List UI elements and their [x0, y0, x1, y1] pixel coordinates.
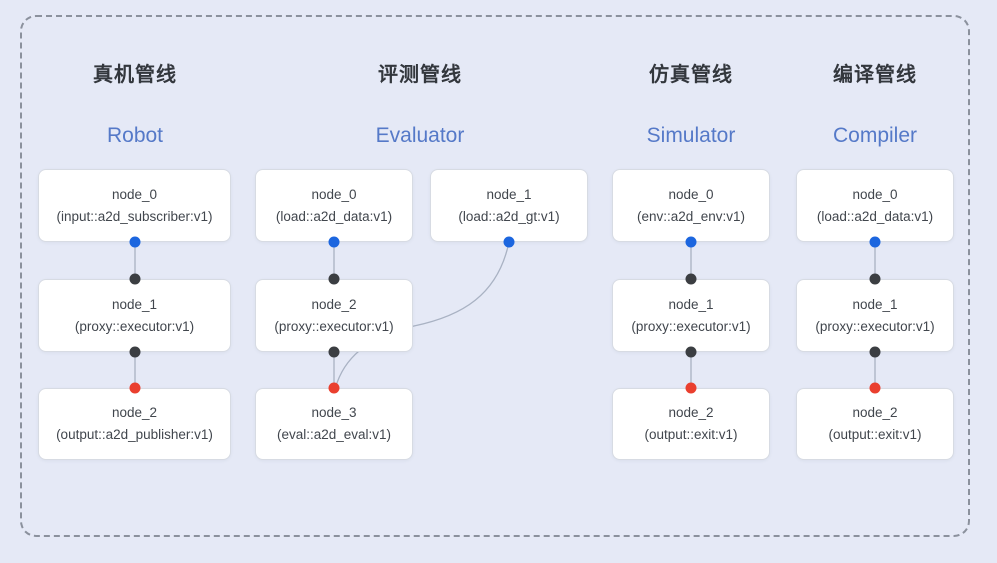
node-spec: (proxy::executor:v1): [74, 318, 195, 334]
output-port-dot: [129, 346, 141, 358]
node-name: node_2: [668, 405, 714, 420]
input-port-dot: [129, 273, 141, 285]
node-name: node_0: [668, 186, 714, 202]
node-spec: (load::a2d_data:v1): [275, 208, 393, 224]
output-port-dot: [685, 236, 697, 248]
pipeline-group-dashed-frame: [20, 15, 970, 537]
header-evaluator: 评测管线 Evaluator: [320, 64, 520, 148]
node-spec: (eval::a2d_eval:v1): [276, 427, 392, 442]
node-name: node_1: [486, 186, 532, 202]
node-box-simulator-node0: node_0 (env::a2d_env:v1): [612, 169, 770, 242]
header-evaluator-en: Evaluator: [375, 124, 465, 147]
node-name: node_1: [852, 296, 898, 312]
node-box-robot-node0: node_0 (input::a2d_subscriber:v1): [38, 169, 231, 242]
node-spec: (input::a2d_subscriber:v1): [56, 208, 213, 224]
header-simulator: 仿真管线 Simulator: [591, 64, 791, 148]
header-evaluator-zh: 评测管线: [378, 64, 462, 86]
node-name: node_0: [311, 186, 357, 202]
node-spec: (output::exit:v1): [644, 427, 738, 442]
node-box-robot-node2: node_2 (output::a2d_publisher:v1): [38, 388, 231, 460]
node-spec: (proxy::executor:v1): [274, 318, 394, 334]
node-spec: (proxy::executor:v1): [631, 318, 751, 334]
header-compiler-en: Compiler: [832, 124, 918, 147]
output-port-dot: [869, 236, 881, 248]
node-box-evaluator-node0: node_0 (load::a2d_data:v1): [255, 169, 413, 242]
header-compiler: 编译管线 Compiler: [775, 64, 975, 148]
target-port-dot: [129, 382, 141, 394]
output-port-dot: [503, 236, 515, 248]
node-spec: (load::a2d_data:v1): [816, 208, 934, 224]
node-name: node_1: [668, 296, 714, 312]
node-box-compiler-node1: node_1 (proxy::executor:v1): [796, 279, 954, 352]
header-robot: 真机管线 Robot: [35, 64, 235, 148]
target-port-dot: [685, 382, 697, 394]
node-box-simulator-node2: node_2 (output::exit:v1): [612, 388, 770, 460]
node-name: node_2: [111, 405, 158, 420]
node-name: node_2: [311, 296, 357, 312]
node-name: node_2: [852, 405, 898, 420]
output-port-dot: [129, 236, 141, 248]
input-port-dot: [328, 273, 340, 285]
output-port-dot: [869, 346, 881, 358]
node-name: node_0: [111, 186, 158, 202]
node-box-compiler-node2: node_2 (output::exit:v1): [796, 388, 954, 460]
node-box-simulator-node1: node_1 (proxy::executor:v1): [612, 279, 770, 352]
node-box-evaluator-node1: node_1 (load::a2d_gt:v1): [430, 169, 588, 242]
input-port-dot: [869, 273, 881, 285]
node-box-evaluator-node3: node_3 (eval::a2d_eval:v1): [255, 388, 413, 460]
output-port-dot: [328, 346, 340, 358]
node-spec: (load::a2d_gt:v1): [458, 208, 560, 224]
input-port-dot: [685, 273, 697, 285]
output-port-dot: [685, 346, 697, 358]
header-simulator-en: Simulator: [646, 124, 736, 147]
target-port-dot: [328, 382, 340, 394]
node-spec: (output::exit:v1): [828, 427, 922, 442]
node-spec: (env::a2d_env:v1): [636, 208, 746, 224]
header-robot-zh: 真机管线: [93, 64, 177, 86]
node-name: node_3: [311, 405, 357, 420]
node-name: node_1: [111, 296, 158, 312]
header-robot-en: Robot: [106, 124, 164, 147]
node-box-compiler-node0: node_0 (load::a2d_data:v1): [796, 169, 954, 242]
node-spec: (proxy::executor:v1): [815, 318, 935, 334]
header-compiler-zh: 编译管线: [833, 64, 917, 86]
target-port-dot: [869, 382, 881, 394]
header-simulator-zh: 仿真管线: [649, 64, 733, 86]
node-spec: (output::a2d_publisher:v1): [56, 427, 213, 442]
node-box-robot-node1: node_1 (proxy::executor:v1): [38, 279, 231, 352]
node-box-evaluator-node2: node_2 (proxy::executor:v1): [255, 279, 413, 352]
node-name: node_0: [852, 186, 898, 202]
output-port-dot: [328, 236, 340, 248]
